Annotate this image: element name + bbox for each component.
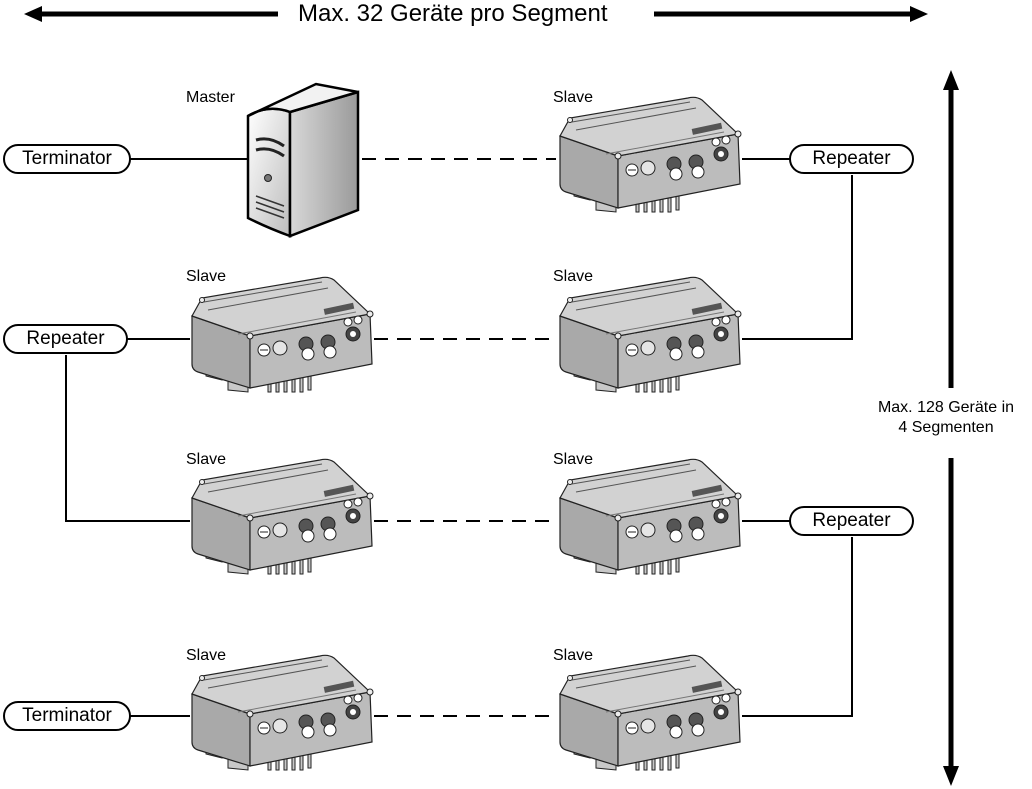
master-label: Master — [186, 89, 235, 106]
slave-label-r1-d0: Slave — [186, 268, 227, 285]
total-devices-arrow — [943, 70, 959, 786]
segment-limit-title: Max. 32 Geräte pro Segment — [298, 0, 608, 27]
slave-label-r0-d1: Slave — [553, 89, 594, 106]
segment-width-arrow — [24, 6, 928, 22]
terminator-node-top: Terminator — [3, 144, 131, 174]
slave-device-r0-d1 — [559, 96, 742, 213]
bus-cables — [65, 158, 853, 717]
total-limit-line1: Max. 128 Geräte in — [877, 399, 1015, 416]
cable-repeater-row2 — [65, 355, 190, 522]
repeater-node-1: Repeater — [789, 144, 914, 174]
terminator-node-bottom: Terminator — [3, 701, 131, 731]
slave-label-r3-d0: Slave — [186, 647, 227, 664]
slave-device-r1-d1 — [559, 276, 742, 393]
slave-device-r3-d1 — [559, 654, 742, 771]
master-server-icon — [246, 82, 360, 238]
cable-repeater-row3 — [742, 537, 853, 717]
cable-repeater-row1 — [742, 175, 853, 340]
slave-label-r2-d0: Slave — [186, 451, 227, 468]
total-limit-line2: 4 Segmenten — [898, 419, 994, 436]
slave-label-r3-d1: Slave — [553, 647, 594, 664]
slave-label-r2-d1: Slave — [553, 451, 594, 468]
slave-device-r1-d0 — [191, 276, 374, 393]
repeater-node-3: Repeater — [789, 506, 914, 536]
slave-device-r2-d1 — [559, 458, 742, 575]
slave-device-r2-d0 — [191, 458, 374, 575]
slave-label-r1-d1: Slave — [553, 268, 594, 285]
total-limit-label: Max. 128 Geräte in 4 Segmenten — [856, 398, 1032, 438]
repeater-node-2: Repeater — [3, 324, 128, 354]
slave-device-r3-d0 — [191, 654, 374, 771]
